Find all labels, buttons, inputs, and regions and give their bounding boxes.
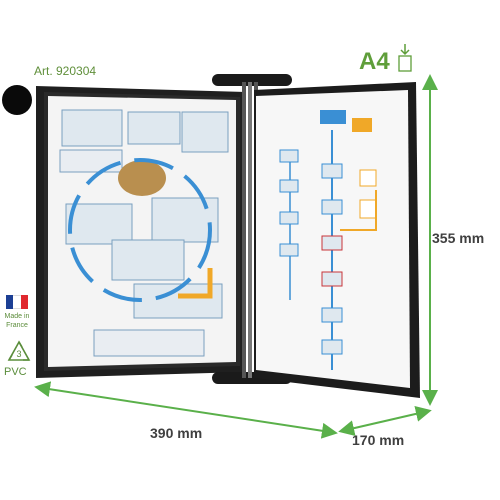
made-in-label: Made in France — [4, 313, 30, 329]
color-swatch — [2, 85, 32, 115]
depth-label: 170 mm — [352, 432, 405, 448]
recycle-icon: 3 — [7, 340, 31, 361]
recycle-code: 3 — [16, 349, 21, 359]
right-display-panel — [254, 82, 420, 398]
france-flag-icon — [6, 295, 28, 309]
depth-arrow — [338, 406, 432, 436]
material-label: PVC — [4, 366, 27, 378]
document-download-icon — [398, 44, 412, 72]
width-label: 390 mm — [150, 425, 203, 441]
left-display-panel — [36, 86, 246, 378]
width-arrow — [34, 381, 338, 439]
format-label: A4 — [359, 48, 390, 75]
article-number: Art. 920304 — [34, 64, 97, 78]
height-label: 355 mm — [432, 230, 485, 246]
